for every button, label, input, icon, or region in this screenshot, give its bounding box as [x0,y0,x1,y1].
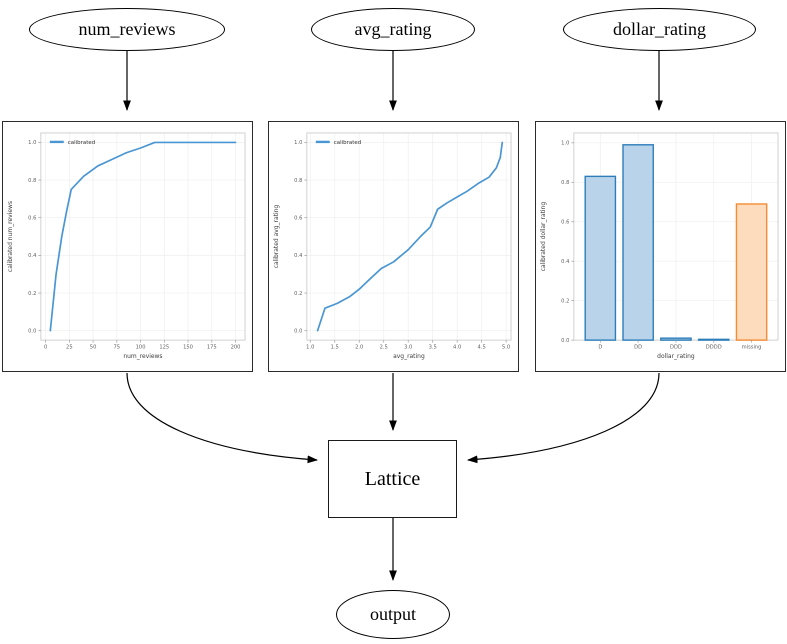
svg-text:5.0: 5.0 [502,345,510,351]
svg-text:0.2: 0.2 [294,291,302,297]
svg-text:0.8: 0.8 [561,180,569,186]
node-output-label: output [369,604,416,624]
svg-text:calibrated num_reviews: calibrated num_reviews [7,201,14,272]
svg-text:num_reviews: num_reviews [123,353,162,360]
svg-text:DD: DD [634,345,642,351]
svg-text:1.0: 1.0 [28,140,36,146]
node-num-reviews-label: num_reviews [78,19,176,39]
svg-text:1.5: 1.5 [331,345,339,351]
node-dollar-rating: dollar_rating [563,8,756,51]
avg-rating-calibration-chart: calibrated 1.0 1.5 2.0 2.5 3.0 3.5 4.0 4.5 5.0 0.0… [273,132,512,360]
calibration-plot-num-reviews: calibrated 0 25 50 75 100 125 150 175 200 0.0 0.2 0.… [2,121,253,372]
svg-text:0.6: 0.6 [561,220,569,226]
svg-text:4.5: 4.5 [478,345,486,351]
svg-text:4.0: 4.0 [453,345,461,351]
svg-text:calibrated: calibrated [68,140,95,146]
svg-text:0.8: 0.8 [28,178,36,184]
node-dollar-rating-label: dollar_rating [613,19,706,39]
svg-text:1.0: 1.0 [294,140,302,146]
svg-text:150: 150 [183,345,193,351]
svg-text:0: 0 [44,345,47,351]
svg-text:50: 50 [90,345,97,351]
node-num-reviews: num_reviews [29,8,225,51]
svg-text:0.4: 0.4 [294,253,302,259]
svg-text:0.4: 0.4 [561,259,569,265]
node-lattice: Lattice [328,440,457,518]
svg-text:0.2: 0.2 [28,291,36,297]
svg-text:avg_rating: avg_rating [393,353,425,360]
svg-text:dollar_rating: dollar_rating [657,353,695,360]
svg-text:0.0: 0.0 [28,329,36,335]
edge-plot3-to-lattice [467,372,660,464]
svg-text:calibrated dollar_rating: calibrated dollar_rating [540,202,547,272]
svg-text:DDD: DDD [670,345,682,351]
svg-text:calibrated: calibrated [334,140,361,146]
svg-text:0.0: 0.0 [561,338,569,344]
node-lattice-label: Lattice [364,467,421,490]
node-avg-rating-label: avg_rating [354,19,432,39]
svg-text:D: D [598,345,602,351]
calibration-plot-avg-rating: calibrated 1.0 1.5 2.0 2.5 3.0 3.5 4.0 4.5 5.0 0.0… [268,121,519,372]
svg-text:125: 125 [159,345,169,351]
svg-text:0.4: 0.4 [28,253,36,259]
svg-text:1.0: 1.0 [306,345,314,351]
svg-text:1.0: 1.0 [561,141,569,147]
svg-text:calibrated avg_rating: calibrated avg_rating [273,205,280,269]
edge-plot1-to-lattice [126,372,318,464]
svg-text:0.8: 0.8 [294,178,302,184]
svg-text:0.6: 0.6 [294,215,302,221]
svg-text:0.6: 0.6 [28,215,36,221]
node-avg-rating: avg_rating [311,8,475,51]
svg-text:2.0: 2.0 [355,345,363,351]
svg-text:DDDD: DDDD [706,345,722,351]
svg-text:100: 100 [136,345,146,351]
svg-text:missing: missing [742,345,762,351]
svg-text:2.5: 2.5 [380,345,388,351]
svg-text:25: 25 [66,345,73,351]
svg-text:3.0: 3.0 [404,345,412,351]
svg-text:0.2: 0.2 [561,298,569,304]
svg-text:3.5: 3.5 [429,345,437,351]
svg-text:175: 175 [207,345,217,351]
node-output: output [336,590,450,639]
svg-text:200: 200 [231,345,241,351]
num-reviews-calibration-chart: calibrated 0 25 50 75 100 125 150 175 200 0.0 0.2 0.… [7,132,246,360]
svg-text:75: 75 [114,345,121,351]
svg-text:0.0: 0.0 [294,329,302,335]
